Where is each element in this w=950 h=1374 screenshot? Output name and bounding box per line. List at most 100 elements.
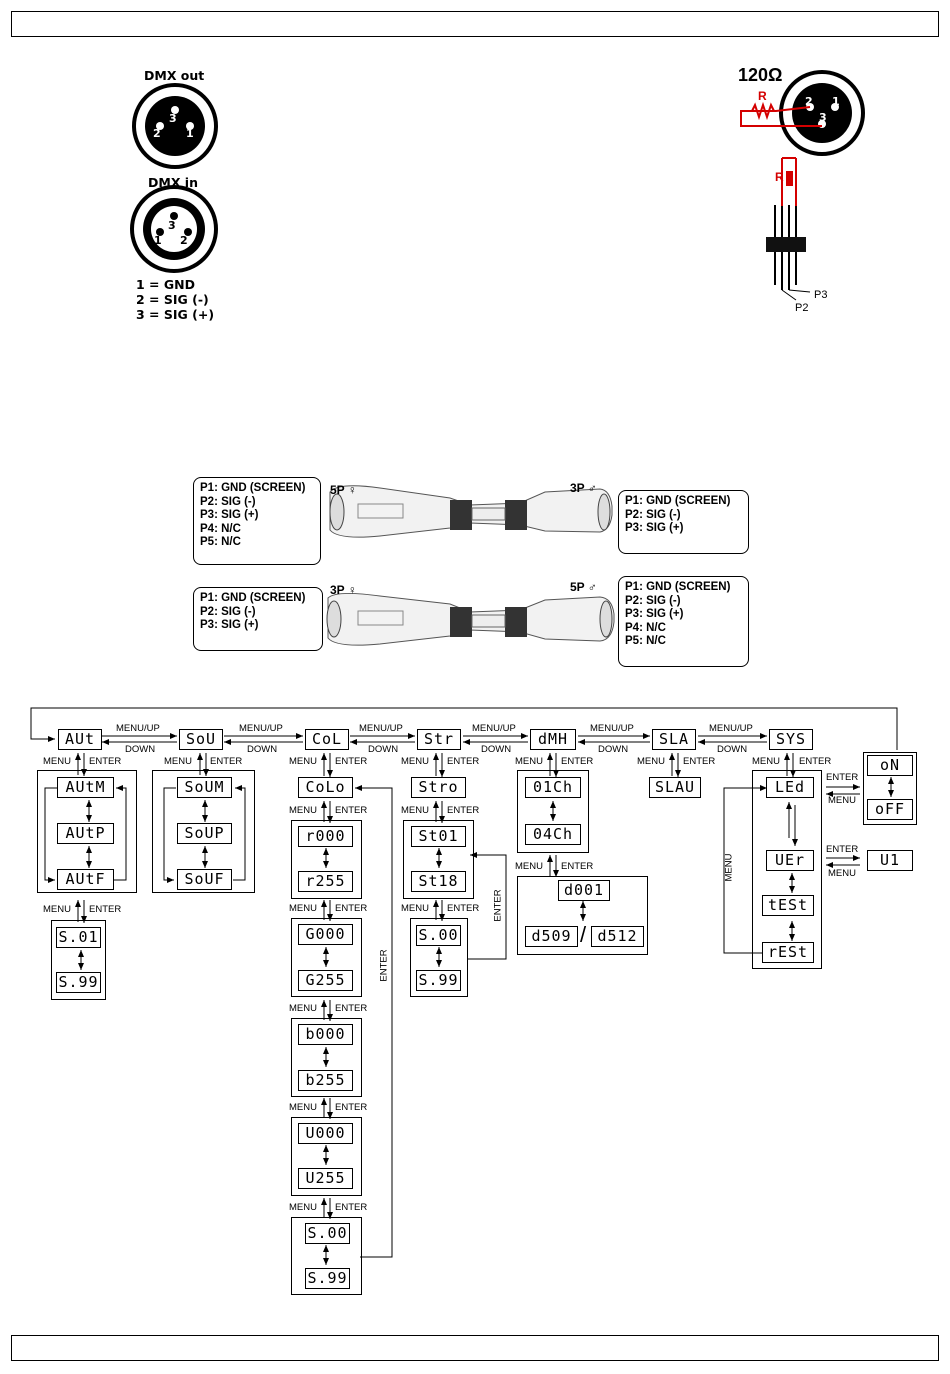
lcd-sou-f: SoUF — [177, 869, 232, 890]
pin-line: P5: N/C — [200, 536, 241, 548]
term-p2: P2 — [795, 302, 809, 314]
menu-label: MENU — [289, 805, 317, 816]
group-str-speed — [410, 918, 468, 997]
lcd-col-w-min: U000 — [298, 1123, 353, 1144]
lcd-dmx: dMH — [530, 729, 576, 750]
enter-label: ENTER — [335, 805, 368, 816]
group-aut-speed — [51, 920, 106, 1000]
col-loop-enter-label: ENTER — [378, 949, 390, 982]
pin-line: P1: GND (SCREEN) — [200, 482, 306, 494]
enter-label: ENTER — [561, 756, 594, 767]
enter-label: ENTER — [89, 904, 122, 915]
dmx-in-pin-2: 2 — [180, 234, 188, 247]
group-col-r — [291, 820, 362, 899]
pin-legend-2: 2 = SIG (-) — [136, 292, 209, 307]
lcd-aut-speed-max: S.99 — [56, 972, 101, 993]
dmx-in-pin-3: 3 — [168, 219, 176, 232]
lcd-col-speed-min: S.00 — [305, 1223, 350, 1244]
arrow-label-up: MENU/UP — [590, 723, 634, 734]
group-col-w — [291, 1117, 362, 1196]
lcd-col-g-min: G000 — [298, 924, 353, 945]
arrow-label-down: DOWN — [481, 744, 512, 755]
lcd-sla: SLA — [652, 729, 696, 750]
term-pin-3: 3 — [819, 111, 827, 124]
adapter-bottom-right-connector: 5P ♂ — [570, 580, 597, 594]
dmx-out-pin-2: 2 — [153, 127, 161, 140]
lcd-sou-p: SoUP — [177, 823, 232, 844]
pin-line: P1: GND (SCREEN) — [625, 581, 731, 593]
lcd-col-r-min: r000 — [298, 826, 353, 847]
menu-label: MENU — [289, 756, 317, 767]
pin-line: P3: SIG (+) — [200, 509, 259, 521]
arrow-label-down: DOWN — [368, 744, 399, 755]
group-sou — [152, 770, 255, 893]
lcd-col-b-min: b000 — [298, 1024, 353, 1045]
adapter-top-right-connector: 3P ♂ — [570, 481, 597, 495]
lcd-sla-sub: SLAU — [649, 777, 701, 798]
enter-label: ENTER — [89, 756, 122, 767]
terminator-pins — [766, 157, 811, 301]
menu-label: MENU — [289, 1003, 317, 1014]
arrow-label-down: DOWN — [125, 744, 156, 755]
inner-updown — [78, 777, 894, 1265]
menu-label: MENU — [289, 903, 317, 914]
group-col-speed — [291, 1217, 362, 1295]
lcd-str-speed-max: S.99 — [416, 970, 461, 991]
cycle-loops — [44, 785, 246, 883]
dmx-in-title: DMX in — [148, 175, 198, 190]
group-str-range — [403, 820, 474, 899]
pin-line: P1: GND (SCREEN) — [200, 592, 306, 604]
lcd-sys: SYS — [769, 729, 813, 750]
pin-line: P2: SIG (-) — [200, 605, 256, 618]
dmx-out-pin-3: 3 — [169, 112, 177, 125]
lcd-sys-reset: rESt — [762, 942, 814, 963]
lcd-str-min: St01 — [411, 826, 466, 847]
sys-loop-menu-label: MENU — [723, 853, 735, 882]
group-col-b — [291, 1018, 362, 1097]
resistor-label-top: R — [758, 89, 767, 103]
arrow-label-up: MENU/UP — [709, 723, 753, 734]
resistor-label-side: R — [775, 170, 784, 184]
pin-line: P5: N/C — [625, 635, 666, 647]
lcd-aut-p: AUtP — [57, 823, 114, 844]
sys-side-arrows — [826, 784, 860, 868]
lcd-sou-m: SoUM — [177, 777, 232, 798]
menu-label: MENU — [289, 1102, 317, 1113]
arrow-label-down: DOWN — [598, 744, 629, 755]
adapter-top-left-connector: 5P ♀ — [330, 483, 357, 497]
menu-label: MENU — [43, 904, 71, 915]
menu-label: MENU — [752, 756, 780, 767]
lcd-col: CoL — [305, 729, 349, 750]
terminator-connector — [740, 70, 865, 156]
enter-label: ENTER — [335, 1102, 368, 1113]
adapter-cable-top — [329, 485, 613, 538]
enter-label: ENTER — [335, 1202, 368, 1213]
pin-line: P2: SIG (-) — [625, 508, 681, 521]
lcd-aut-speed-min: S.01 — [56, 927, 101, 948]
lcd-str-max: St18 — [411, 871, 466, 892]
menu-label: MENU — [828, 795, 856, 806]
lcd-str-speed-min: S.00 — [416, 925, 461, 946]
enter-label: ENTER — [561, 861, 594, 872]
address-separator: / — [580, 922, 587, 947]
lcd-sys-test: tESt — [762, 895, 814, 916]
adapter-bottom-right-pins: P1: GND (SCREEN) P2: SIG (-) P3: SIG (+)… — [618, 576, 749, 667]
enter-label: ENTER — [447, 903, 480, 914]
lcd-aut: AUt — [58, 729, 102, 750]
pin-line: P3: SIG (+) — [625, 522, 684, 534]
pin-line: P4: N/C — [200, 522, 241, 535]
dmx-out-pin-1: 1 — [186, 127, 194, 140]
menu-label: MENU — [828, 868, 856, 879]
enter-label: ENTER — [826, 772, 859, 783]
lcd-sys-ver: UEr — [766, 850, 814, 871]
lcd-aut-f: AUtF — [57, 869, 114, 890]
adapter-bottom-left-connector: 3P ♀ — [330, 583, 357, 597]
group-dmx-address — [517, 876, 648, 955]
pin-line: P2: SIG (-) — [200, 495, 256, 508]
adapter-cable-bottom — [326, 592, 615, 646]
lcd-led-off: oFF — [867, 799, 913, 820]
lcd-col-r-max: r255 — [298, 871, 353, 892]
adapter-bottom-left-pins: P1: GND (SCREEN) P2: SIG (-) P3: SIG (+) — [193, 587, 323, 651]
arrow-label-up: MENU/UP — [116, 723, 160, 734]
